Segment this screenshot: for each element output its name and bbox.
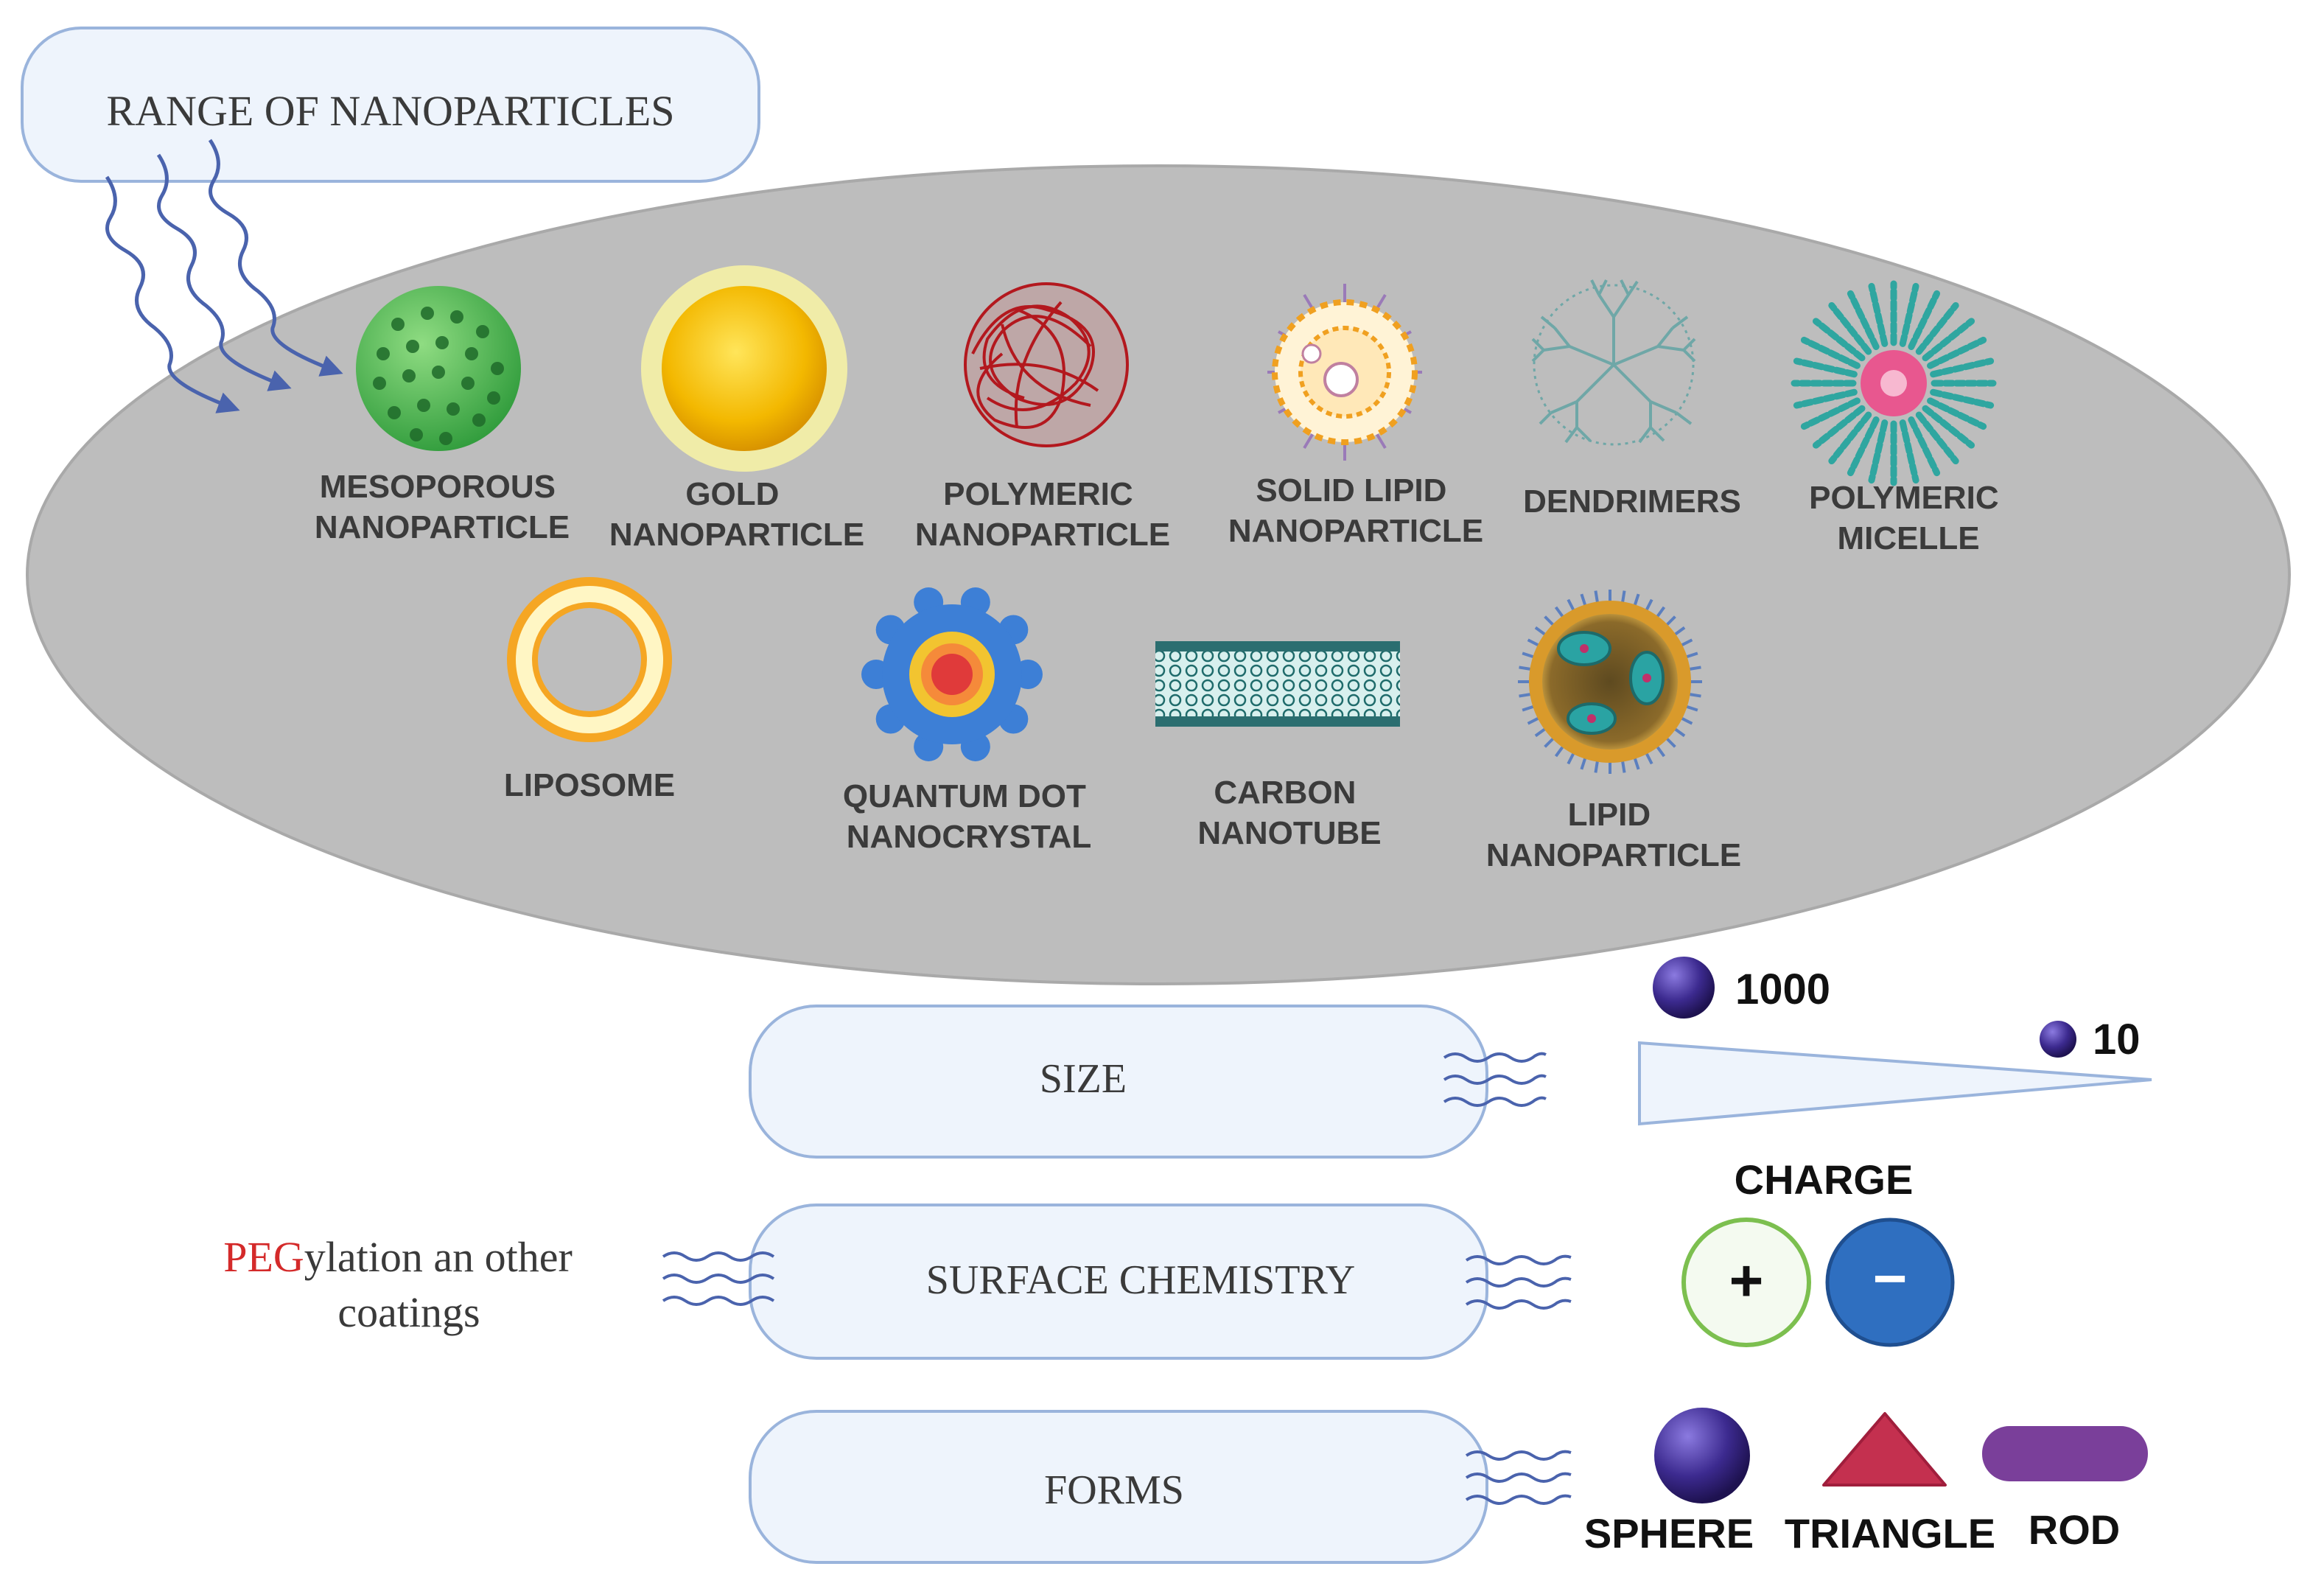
positive-charge-symbol: + [1729,1248,1764,1313]
pegylation-rest: ylation an other [304,1233,573,1281]
pegylation-line2: coatings [337,1288,480,1336]
surface-right-wavy-lines [1465,1254,1572,1310]
particle-label: GOLD NANOPARTICLE [609,476,864,553]
carbon-nanotube-icon [1155,641,1400,727]
particle-label: SOLID LIPID NANOPARTICLE [1228,472,1483,549]
particle-label: CARBON NANOTUBE [1197,775,1381,851]
range-title-box [21,27,760,183]
particle-label: POLYMERIC NANOPARTICLE [915,476,1170,553]
rod-shape-icon [1982,1426,2148,1481]
large-particle-icon [1653,957,1715,1019]
quantum-dot-icon [861,587,1043,761]
mesoporous-nanoparticle-icon [356,286,521,451]
triangle-label: TRIANGLE [1785,1510,1995,1557]
forms-box [749,1410,1488,1564]
particle-label: LIPOSOME [504,767,675,803]
rod-label: ROD [2029,1506,2120,1553]
pegylation-label: PEGylation an other [223,1233,573,1281]
liposome-icon [507,577,672,742]
lipid-nanoparticle-icon [1518,590,1702,774]
particle-label: POLYMERIC MICELLE [1809,480,2008,556]
polymeric-micelle-icon [1791,280,1997,486]
surface-left-wavy-lines [662,1251,775,1306]
sphere-shape-icon [1654,1408,1750,1503]
forms-wavy-lines [1465,1450,1572,1505]
positive-charge-icon [1681,1218,1811,1347]
small-particle-icon [2040,1021,2076,1058]
size-small-label: 10 [2093,1016,2141,1063]
size-label: SIZE [1040,1056,1127,1102]
forms-label: FORMS [1044,1467,1184,1513]
surface-chemistry-label: SURFACE CHEMISTRY [926,1257,1355,1303]
range-title-label: RANGE OF NANOPARTICLES [106,87,674,135]
charge-title: CHARGE [1735,1156,1914,1203]
size-wavy-lines [1443,1052,1547,1107]
triangle-shape-icon [1822,1412,1947,1487]
particle-label: DENDRIMERS [1523,483,1741,520]
particle-label: LIPID NANOPARTICLE [1486,797,1741,873]
peg-highlight: PEG [223,1233,304,1281]
particle-label: MESOPOROUS NANOPARTICLE [315,469,570,545]
negative-charge-symbol: − [1873,1246,1908,1311]
particle-label: QUANTUM DOT NANOCRYSTAL [843,778,1095,855]
size-large-label: 1000 [1735,965,1830,1013]
gold-nanoparticle-icon [641,265,847,472]
size-scale-wedge [1638,1041,2152,1126]
negative-charge-icon [1825,1218,1955,1347]
solid-lipid-nanoparticle-icon [1267,284,1422,461]
title-arrows [105,139,343,413]
dendrimer-icon [1531,279,1696,446]
polymeric-nanoparticle-icon [964,282,1129,447]
particles-background-ellipse [26,164,2291,985]
sphere-label: SPHERE [1584,1510,1754,1557]
